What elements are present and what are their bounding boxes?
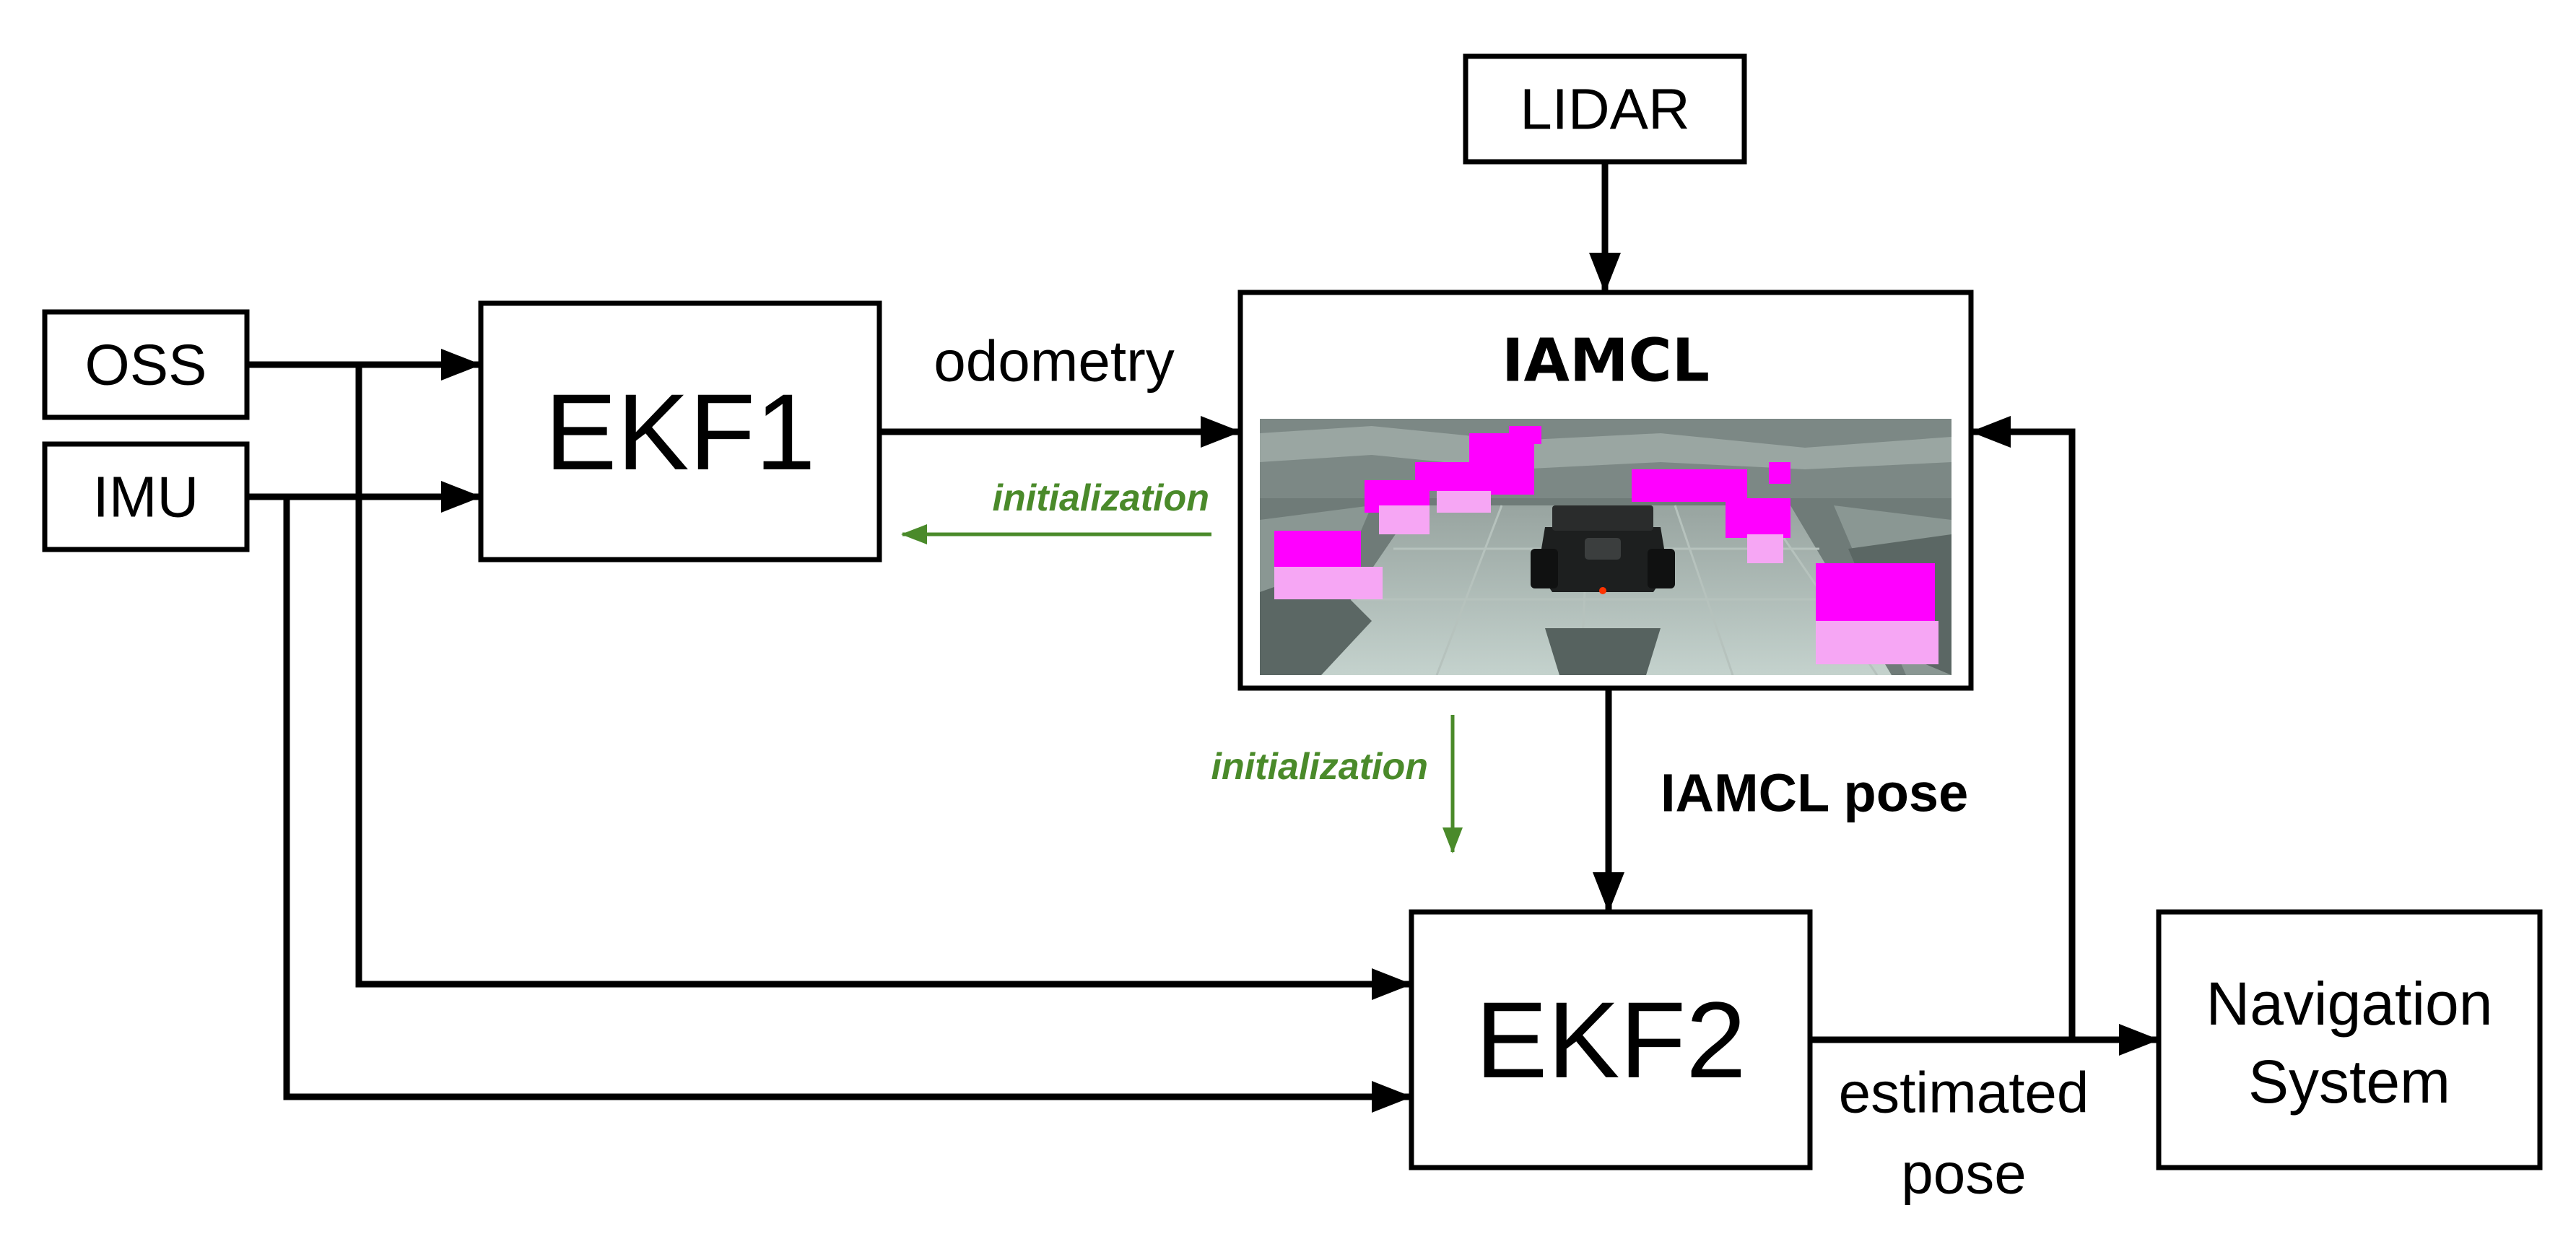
iamcl-pose-label: IAMCL pose: [1661, 763, 1968, 823]
iamcl-map-visualization: [1260, 419, 1951, 675]
estimated-pose-label-line2: pose: [1901, 1142, 2026, 1206]
ekf2-label: EKF2: [1475, 979, 1746, 1100]
oss-label: OSS: [85, 333, 207, 397]
navigation-label-line1: Navigation: [2206, 970, 2493, 1038]
imu-box: IMU: [42, 441, 250, 552]
estimated-pose-label-line1: estimated: [1839, 1061, 2089, 1125]
iamcl-label: IAMCL: [1502, 327, 1710, 396]
oss-box: OSS: [42, 309, 250, 420]
iamcl-box: IAMCL: [1237, 290, 1974, 691]
arrow-oss-to-ekf2: [355, 365, 1412, 1000]
navigation-system-box: Navigation System: [2156, 909, 2543, 1170]
vehicle-icon: [1531, 505, 1675, 594]
ekf1-box: EKF1: [478, 300, 882, 562]
initialization-label-bottom: initialization: [1211, 746, 1428, 788]
arrow-feedback-to-iamcl: [1970, 416, 2076, 1040]
navigation-label-line2: System: [2248, 1048, 2450, 1116]
connectors: [247, 162, 2159, 1113]
lidar-label: LIDAR: [1520, 77, 1690, 142]
arrow-imu-to-ekf2: [283, 497, 1412, 1113]
initialization-label-top: initialization: [993, 477, 1209, 519]
lidar-box: LIDAR: [1463, 53, 1747, 165]
odometry-label: odometry: [934, 329, 1174, 394]
imu-label: IMU: [93, 465, 199, 529]
ekf1-label: EKF1: [544, 371, 815, 492]
ekf2-box: EKF2: [1409, 909, 1813, 1170]
